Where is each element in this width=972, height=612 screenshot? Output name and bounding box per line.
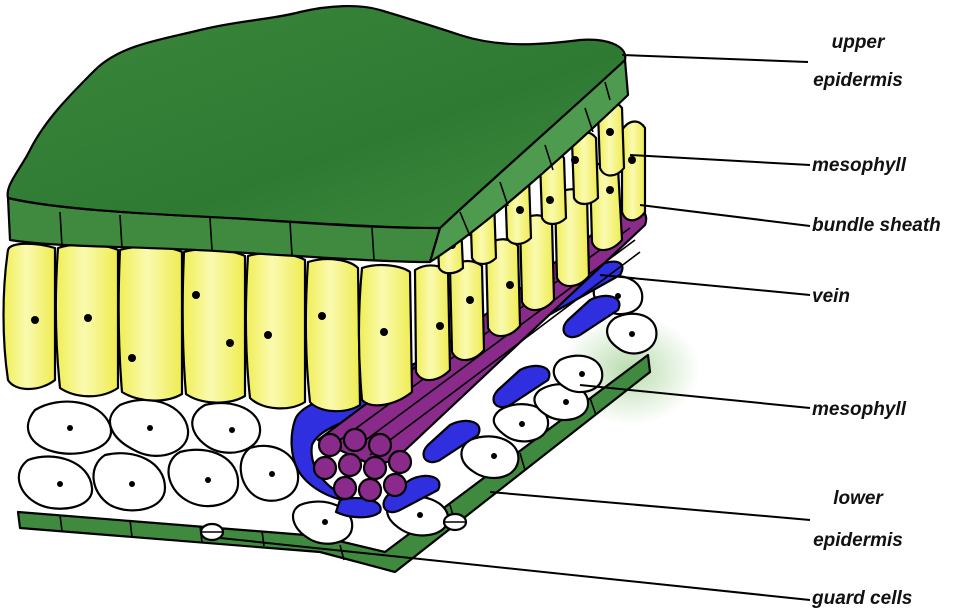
label-mesophyll-top: mesophyll [812, 155, 907, 176]
label-upper-epidermis-line1: upper [832, 32, 886, 53]
label-lower-epidermis-line2: epidermis [813, 530, 903, 551]
label-bundle-sheath: bundle sheath [812, 215, 941, 236]
label-guard-cells: guard cells [811, 588, 912, 609]
label-upper-epidermis-line2: epidermis [813, 70, 903, 91]
labels: upper epidermis mesophyll bundle sheath … [811, 32, 941, 609]
label-vein: vein [812, 286, 850, 307]
label-mesophyll-bottom: mesophyll [812, 399, 907, 420]
label-lower-epidermis-line1: lower [833, 488, 884, 509]
